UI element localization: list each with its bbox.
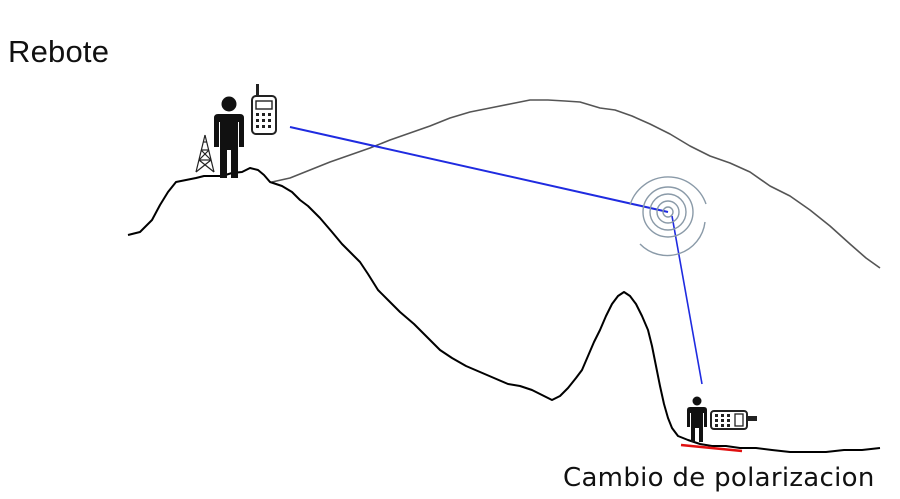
receiver-radio-icon (710, 410, 757, 430)
caption: Cambio de polarizacion (563, 463, 875, 493)
polarization-marker (680, 443, 743, 453)
receiver-person-icon (687, 396, 707, 442)
far-ridge (271, 99, 881, 269)
radio-tower-icon (195, 134, 215, 173)
terrain-profile (127, 167, 881, 453)
person-icon (214, 96, 244, 178)
reflected-signal-line (671, 215, 703, 385)
concentric-rings-icon (629, 176, 707, 257)
incident-signal-line (289, 126, 669, 213)
diagram-title: Rebote (8, 34, 110, 69)
handheld-radio-icon (251, 84, 277, 135)
